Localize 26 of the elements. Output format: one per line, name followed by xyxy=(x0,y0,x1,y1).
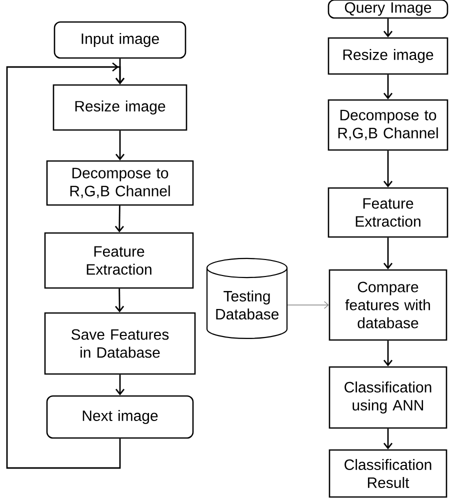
database-cylinder: Testing Database xyxy=(206,258,288,340)
arrow xyxy=(115,374,125,396)
arrow xyxy=(383,150,393,188)
arrow xyxy=(287,301,329,309)
arrow xyxy=(383,340,393,366)
process-box: Feature Extraction xyxy=(44,232,194,289)
process-box: Decompose to R,G,B Channel xyxy=(46,160,194,206)
process-box: Decompose to R,G,B Channel xyxy=(328,99,448,151)
process-box: Classification using ANN xyxy=(328,366,448,429)
arrow xyxy=(383,428,393,450)
process-box: Classification Result xyxy=(328,449,448,498)
terminal-box: Query Image xyxy=(328,0,448,19)
arrow xyxy=(115,288,124,312)
arrow xyxy=(383,18,393,38)
arrow xyxy=(383,74,393,100)
process-box: Resize image xyxy=(52,84,188,131)
process-box: Feature Extraction xyxy=(328,187,448,238)
arrow xyxy=(383,238,393,270)
process-box: Save Features in Database xyxy=(44,312,196,375)
terminal-box: Input image xyxy=(54,21,186,59)
process-box: Compare features with database xyxy=(328,269,448,341)
terminal-box: Next image xyxy=(46,395,194,439)
arrow xyxy=(114,206,124,232)
process-box: Resize image xyxy=(328,37,448,75)
arrow xyxy=(115,130,125,160)
arrow xyxy=(6,62,125,469)
